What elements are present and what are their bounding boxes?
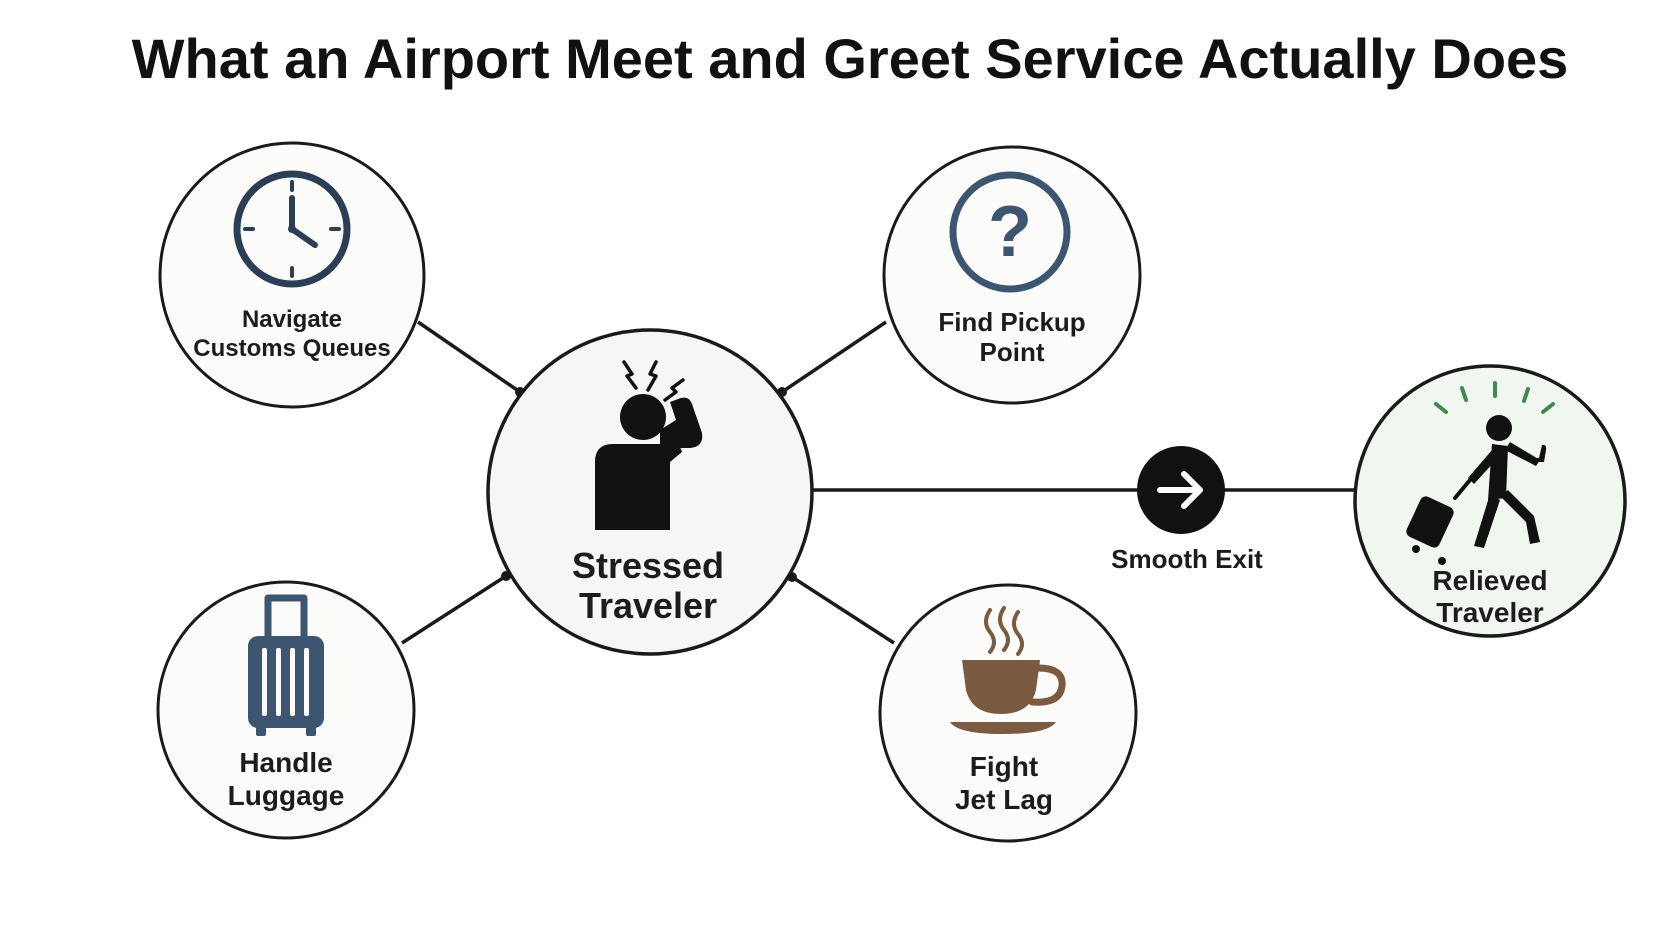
question-icon: ? [949, 171, 1071, 293]
node-jetlag-label-line-2: Jet Lag [955, 784, 1053, 815]
node-relieved: Relieved Traveler [1353, 364, 1627, 638]
node-relieved-label-line-1: Relieved [1432, 565, 1547, 596]
node-jetlag-label-line-1: Fight [970, 751, 1038, 782]
suitcase-icon [248, 594, 324, 736]
node-jetlag: Fight Jet Lag [878, 583, 1138, 843]
node-luggage-label-line-1: Handle [239, 747, 332, 778]
node-customs-label-line-2: Customs Queues [193, 335, 390, 362]
diagram-title: What an Airport Meet and Greet Service A… [132, 27, 1569, 90]
node-center-label-line-2: Traveler [579, 585, 717, 626]
arrow-right-glyph [1157, 471, 1203, 509]
smooth-exit: Smooth Exit [1111, 446, 1263, 574]
node-center: Stressed Traveler [486, 328, 814, 656]
connector-lines [401, 320, 1356, 645]
connector-pickup [781, 320, 887, 394]
node-pickup-label-line-1: Find Pickup [938, 307, 1085, 337]
clock-icon [233, 170, 351, 288]
node-pickup: ? Find Pickup Point [882, 145, 1142, 405]
node-luggage-label-line-2: Luggage [228, 780, 345, 811]
node-relieved-label-line-2: Traveler [1436, 597, 1544, 628]
svg-text:?: ? [988, 192, 1032, 272]
connector-jetlag [791, 575, 895, 645]
node-customs-label-line-1: Navigate [242, 306, 342, 333]
connector-luggage [401, 574, 507, 645]
smooth-exit-label: Smooth Exit [1111, 544, 1263, 574]
connector-customs [417, 320, 521, 394]
node-pickup-label-line-2: Point [980, 337, 1045, 367]
node-pickup-circle [882, 145, 1142, 405]
coffee-cup-icon [950, 606, 1066, 734]
node-customs: Navigate Customs Queues [158, 141, 426, 409]
node-luggage: Handle Luggage [156, 580, 416, 840]
walking-traveler-icon [1406, 381, 1555, 565]
stressed-person-icon [595, 360, 703, 530]
node-center-label-line-1: Stressed [572, 545, 724, 586]
